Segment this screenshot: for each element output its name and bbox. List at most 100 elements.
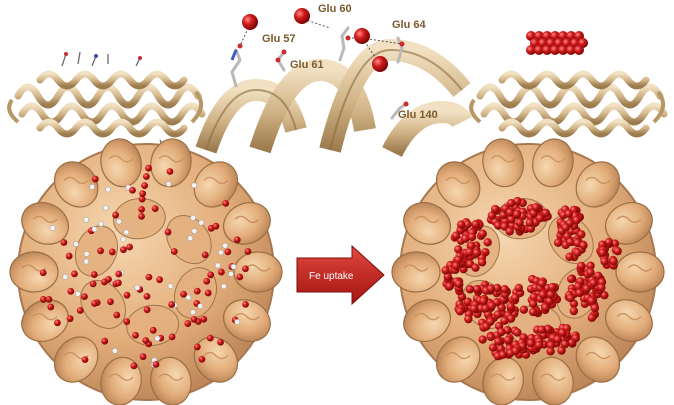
- iron-atom: [145, 273, 153, 281]
- oxygen-atom: [190, 309, 196, 316]
- subunit-helix: [158, 373, 184, 381]
- label-glu64: Glu 64: [392, 19, 427, 31]
- subunit-helix: [403, 264, 429, 272]
- oxygen-atom: [228, 271, 234, 277]
- iron-atom: [456, 220, 466, 229]
- iron-atom: [587, 313, 597, 323]
- iron-atom: [101, 278, 108, 286]
- iron-atom: [138, 195, 146, 203]
- iron-atom: [71, 270, 78, 278]
- oxygen-atom: [112, 347, 118, 354]
- shell-subunit: [21, 299, 69, 343]
- iron-atom: [519, 305, 529, 314]
- iron-atom: [589, 278, 598, 288]
- iron-atom: [479, 296, 488, 306]
- iron-atom: [512, 209, 522, 219]
- subunit-helix: [234, 312, 260, 321]
- oxygen-atom: [222, 242, 228, 249]
- iron-atom: [558, 45, 568, 55]
- iron-atom: [184, 320, 192, 327]
- iron-atom: [534, 340, 544, 350]
- shell-subunit: [150, 138, 192, 188]
- iron-atom: [553, 335, 562, 344]
- oxygen-atom: [234, 319, 241, 325]
- subunit-helix: [627, 264, 653, 272]
- iron-atom: [566, 293, 575, 303]
- oxygen-atom: [83, 251, 90, 257]
- iron-atom: [467, 232, 477, 242]
- iron-atom: [441, 266, 450, 275]
- iron-atom: [471, 220, 480, 229]
- subunit-helix: [585, 351, 611, 360]
- iron-atom: [506, 302, 515, 311]
- iron-atom: [114, 279, 122, 287]
- oxygen-atom: [91, 226, 98, 233]
- iron-atom: [538, 290, 548, 299]
- iron-atom: [164, 228, 172, 236]
- iron-atom: [575, 288, 584, 298]
- iron-atom: [560, 339, 570, 349]
- iron-atom: [493, 310, 503, 319]
- iron-atom: [582, 284, 591, 293]
- shell-subunit: [575, 161, 621, 208]
- iron-atom: [566, 237, 575, 247]
- iron-atom: [500, 285, 509, 294]
- iron-atom: [566, 274, 576, 284]
- subunit-helix: [203, 176, 229, 185]
- iron-atom: [107, 298, 114, 306]
- subunit-helix: [445, 351, 471, 360]
- iron-atom: [478, 335, 487, 344]
- oxygen-atom: [191, 182, 198, 189]
- iron-atom: [242, 300, 249, 308]
- iron-atom: [528, 307, 538, 317]
- shell-subunit: [223, 299, 271, 343]
- shell-subunit: [193, 161, 239, 208]
- shell-subunit: [605, 201, 653, 245]
- iron-atom: [490, 204, 500, 214]
- iron-atom: [170, 248, 178, 255]
- iron-atom: [486, 332, 496, 342]
- iron-atom: [242, 265, 249, 273]
- iron-atom: [600, 257, 609, 266]
- iron-atom: [47, 303, 55, 311]
- iron-atom: [487, 211, 497, 220]
- oxygen-atom: [187, 235, 194, 242]
- oxygen-atom: [214, 262, 221, 269]
- iron-atom: [123, 318, 131, 326]
- oxygen-atom: [98, 221, 104, 227]
- iron-atom: [451, 261, 461, 270]
- iron-atom: [464, 314, 473, 324]
- oxygen-atom: [74, 290, 81, 297]
- oxygen-atom: [197, 303, 204, 309]
- iron-atom: [120, 246, 127, 254]
- iron-atom: [193, 287, 201, 295]
- iron-atom: [141, 182, 148, 189]
- monomer-ribbon-right: [469, 31, 668, 138]
- subunit-helix: [234, 215, 260, 224]
- iron-atom: [541, 208, 550, 218]
- iron-atom: [115, 270, 123, 278]
- iron-atom: [577, 261, 586, 271]
- oxygen-atom: [102, 204, 109, 211]
- iron-atom: [112, 211, 120, 219]
- oxygen-atom: [105, 186, 112, 193]
- iron-atom: [546, 341, 556, 350]
- iron-atom: [542, 45, 552, 55]
- shell-subunit: [605, 299, 653, 343]
- iron-atom: [537, 279, 547, 288]
- subunit-helix: [108, 155, 134, 163]
- iron-atom: [569, 306, 579, 316]
- iron-atom: [469, 304, 479, 313]
- iron-atom: [579, 241, 588, 250]
- iron-atom: [130, 362, 138, 370]
- subunit-helix: [203, 351, 229, 360]
- iron-atom: [217, 338, 224, 346]
- shell-subunit: [126, 304, 180, 346]
- iron-atom: [156, 276, 164, 284]
- iron-atom: [486, 317, 495, 326]
- iron-atom: [471, 263, 480, 272]
- iron-atom: [54, 319, 61, 327]
- oxygen-atom: [190, 215, 196, 221]
- iron-atom: [494, 337, 503, 346]
- oxygen-atom: [220, 283, 227, 290]
